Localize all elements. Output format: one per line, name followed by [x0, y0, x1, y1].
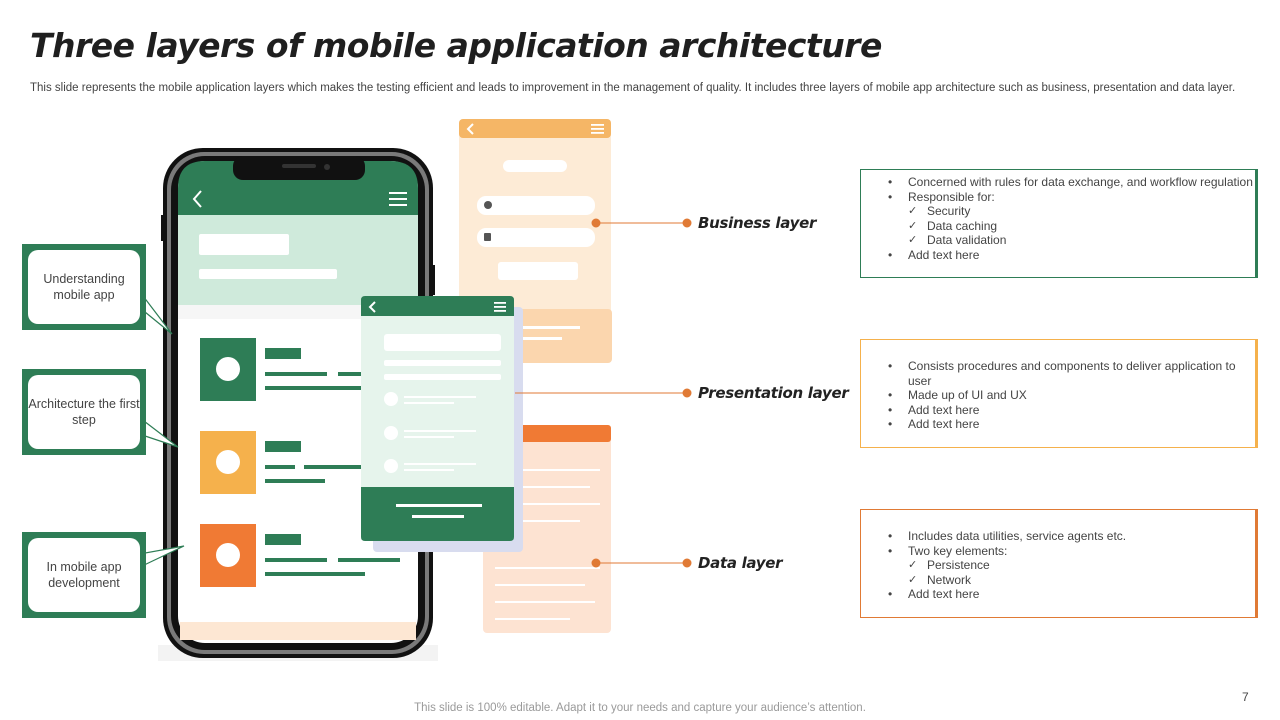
data-layer-box: Includes data utilities, service agents … — [860, 509, 1258, 618]
list-item: Add text here — [861, 403, 1255, 418]
callout-understanding: Understanding mobile app — [22, 244, 146, 330]
back-arrow-icon — [192, 190, 202, 208]
list-item: Made up of UI and UX — [861, 388, 1255, 403]
slide-title: Three layers of mobile application archi… — [30, 26, 882, 65]
presentation-layer-label: Presentation layer — [698, 384, 849, 402]
page-number: 7 — [1242, 690, 1249, 704]
user-icon — [484, 201, 492, 209]
list-item: Includes data utilities, service agents … — [861, 529, 1255, 544]
list-item: Persistence — [861, 558, 1255, 573]
slide-subtitle: This slide represents the mobile applica… — [30, 82, 1236, 94]
hamburger-menu-icon — [494, 302, 506, 312]
callout-development: In mobile app development — [22, 532, 146, 618]
slide-footer: This slide is 100% editable. Adapt it to… — [414, 702, 866, 714]
hamburger-menu-icon — [389, 192, 407, 206]
callout-text: In mobile app development — [28, 538, 140, 612]
hamburger-menu-icon — [591, 124, 604, 134]
callout-text: Architecture the first step — [28, 375, 140, 449]
data-layer-list: Includes data utilities, service agents … — [861, 529, 1255, 602]
list-item: Consists procedures and components to de… — [861, 359, 1255, 388]
list-item: Data caching — [861, 219, 1255, 234]
lock-icon — [484, 233, 491, 241]
list-item: Network — [861, 573, 1255, 588]
business-layer-label: Business layer — [698, 214, 817, 232]
presentation-screen — [361, 296, 523, 552]
presentation-layer-box: Consists procedures and components to de… — [860, 339, 1258, 448]
list-item: Two key elements: — [861, 544, 1255, 559]
list-item: Add text here — [861, 248, 1255, 263]
list-item: Data validation — [861, 233, 1255, 248]
business-layer-box: Concerned with rules for data exchange, … — [860, 169, 1258, 278]
data-layer-label: Data layer — [698, 554, 783, 572]
list-item: Responsible for: — [861, 190, 1255, 205]
back-arrow-icon — [368, 301, 376, 313]
callout-pointers — [138, 291, 185, 569]
presentation-layer-list: Consists procedures and components to de… — [861, 359, 1255, 432]
callout-architecture: Architecture the first step — [22, 369, 146, 455]
list-item: Security — [861, 204, 1255, 219]
list-item: Add text here — [861, 587, 1255, 602]
callout-text: Understanding mobile app — [28, 250, 140, 324]
business-layer-list: Concerned with rules for data exchange, … — [861, 175, 1255, 262]
list-item: Concerned with rules for data exchange, … — [861, 175, 1255, 190]
list-item: Add text here — [861, 417, 1255, 432]
connector-lines — [515, 218, 692, 568]
back-arrow-icon — [466, 123, 474, 135]
